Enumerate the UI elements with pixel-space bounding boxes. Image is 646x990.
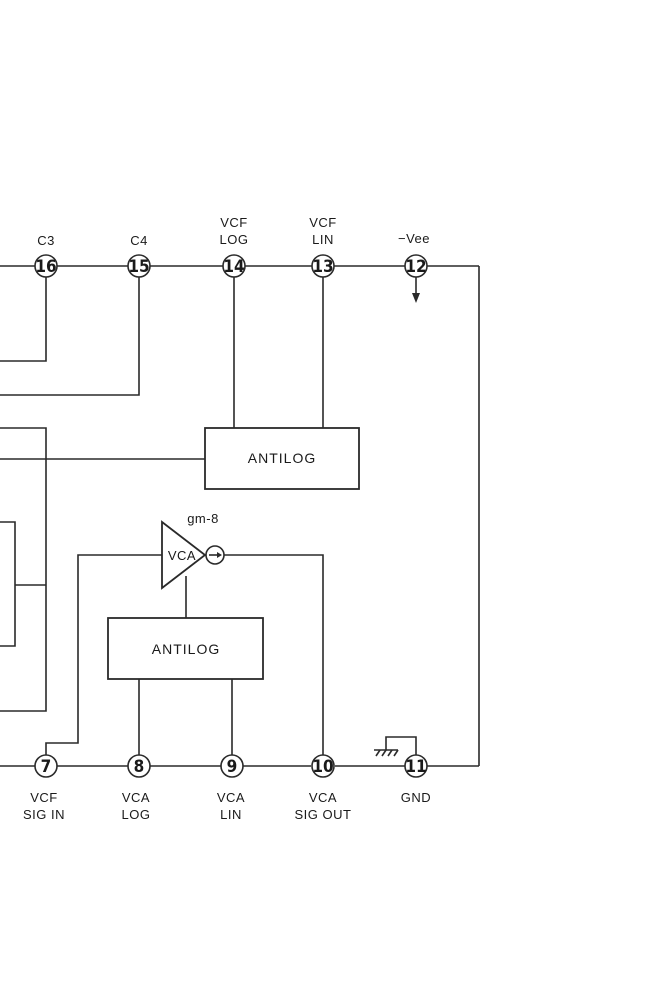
- pin-13-label-2: LIN: [312, 232, 334, 247]
- svg-text:12: 12: [405, 257, 426, 277]
- svg-text:14: 14: [223, 257, 244, 277]
- svg-text:7: 7: [41, 757, 52, 777]
- vcf-antilog-block: [204, 427, 360, 490]
- svg-text:16: 16: [35, 257, 56, 277]
- pin-7-label-2: SIG IN: [23, 807, 65, 822]
- vca-gain-label: gm-8: [187, 511, 219, 526]
- left-inner-block: [0, 521, 16, 647]
- vcf-sig-in-wire: [45, 554, 162, 755]
- ground-hatch: [387, 749, 393, 757]
- c4-wire: [0, 277, 140, 396]
- gnd-wire: [385, 736, 417, 755]
- ground-hatch: [375, 749, 381, 757]
- svg-text:10: 10: [312, 757, 333, 777]
- pin-12-label: −Vee: [398, 231, 430, 246]
- pin-14-label-2: LOG: [220, 232, 249, 247]
- svg-text:11: 11: [405, 757, 426, 777]
- vca-amp-label: VCA: [168, 548, 196, 563]
- pin-7: 7 VCF SIG IN: [23, 754, 65, 822]
- svg-text:9: 9: [227, 757, 238, 777]
- pin-8-label-2: LOG: [122, 807, 151, 822]
- pin-13-label-1: VCF: [309, 215, 337, 230]
- ground-hatch: [393, 749, 399, 757]
- current-arrow-head: [217, 552, 222, 558]
- pin-10: 10 VCA SIG OUT: [295, 754, 352, 822]
- vee-arrow-head: [412, 293, 420, 303]
- pin-11-label: GND: [401, 790, 431, 805]
- pin-7-label-1: VCF: [30, 790, 58, 805]
- pin-10-label-2: SIG OUT: [295, 807, 352, 822]
- left-block-outline: [0, 427, 47, 712]
- vca-antilog-label: ANTILOG: [152, 641, 220, 657]
- svg-text:8: 8: [134, 757, 145, 777]
- pin-11: 11 GND: [401, 754, 431, 805]
- vca-sig-out-wire: [224, 554, 324, 755]
- pin-16: 16 C3: [34, 233, 58, 278]
- pin-9-label-2: LIN: [220, 807, 242, 822]
- c3-wire: [0, 277, 47, 362]
- pin-10-label-1: VCA: [309, 790, 337, 805]
- svg-text:13: 13: [312, 257, 333, 277]
- pin-15-label: C4: [130, 233, 148, 248]
- pin-9: 9 VCA LIN: [217, 754, 245, 822]
- pin-14: 14 VCF LOG: [220, 215, 249, 278]
- svg-text:15: 15: [128, 257, 149, 277]
- pin-15: 15 C4: [127, 233, 151, 278]
- pin-12: 12 −Vee: [398, 231, 430, 278]
- pin-16-label: C3: [37, 233, 55, 248]
- pin-13: 13 VCF LIN: [309, 215, 337, 278]
- pin-8: 8 VCA LOG: [122, 754, 151, 822]
- ground-hatch: [381, 749, 387, 757]
- pin-9-label-1: VCA: [217, 790, 245, 805]
- vcf-antilog-label: ANTILOG: [248, 450, 316, 466]
- pin-14-label-1: VCF: [220, 215, 248, 230]
- pin-8-label-1: VCA: [122, 790, 150, 805]
- vca-antilog-block: [107, 617, 264, 680]
